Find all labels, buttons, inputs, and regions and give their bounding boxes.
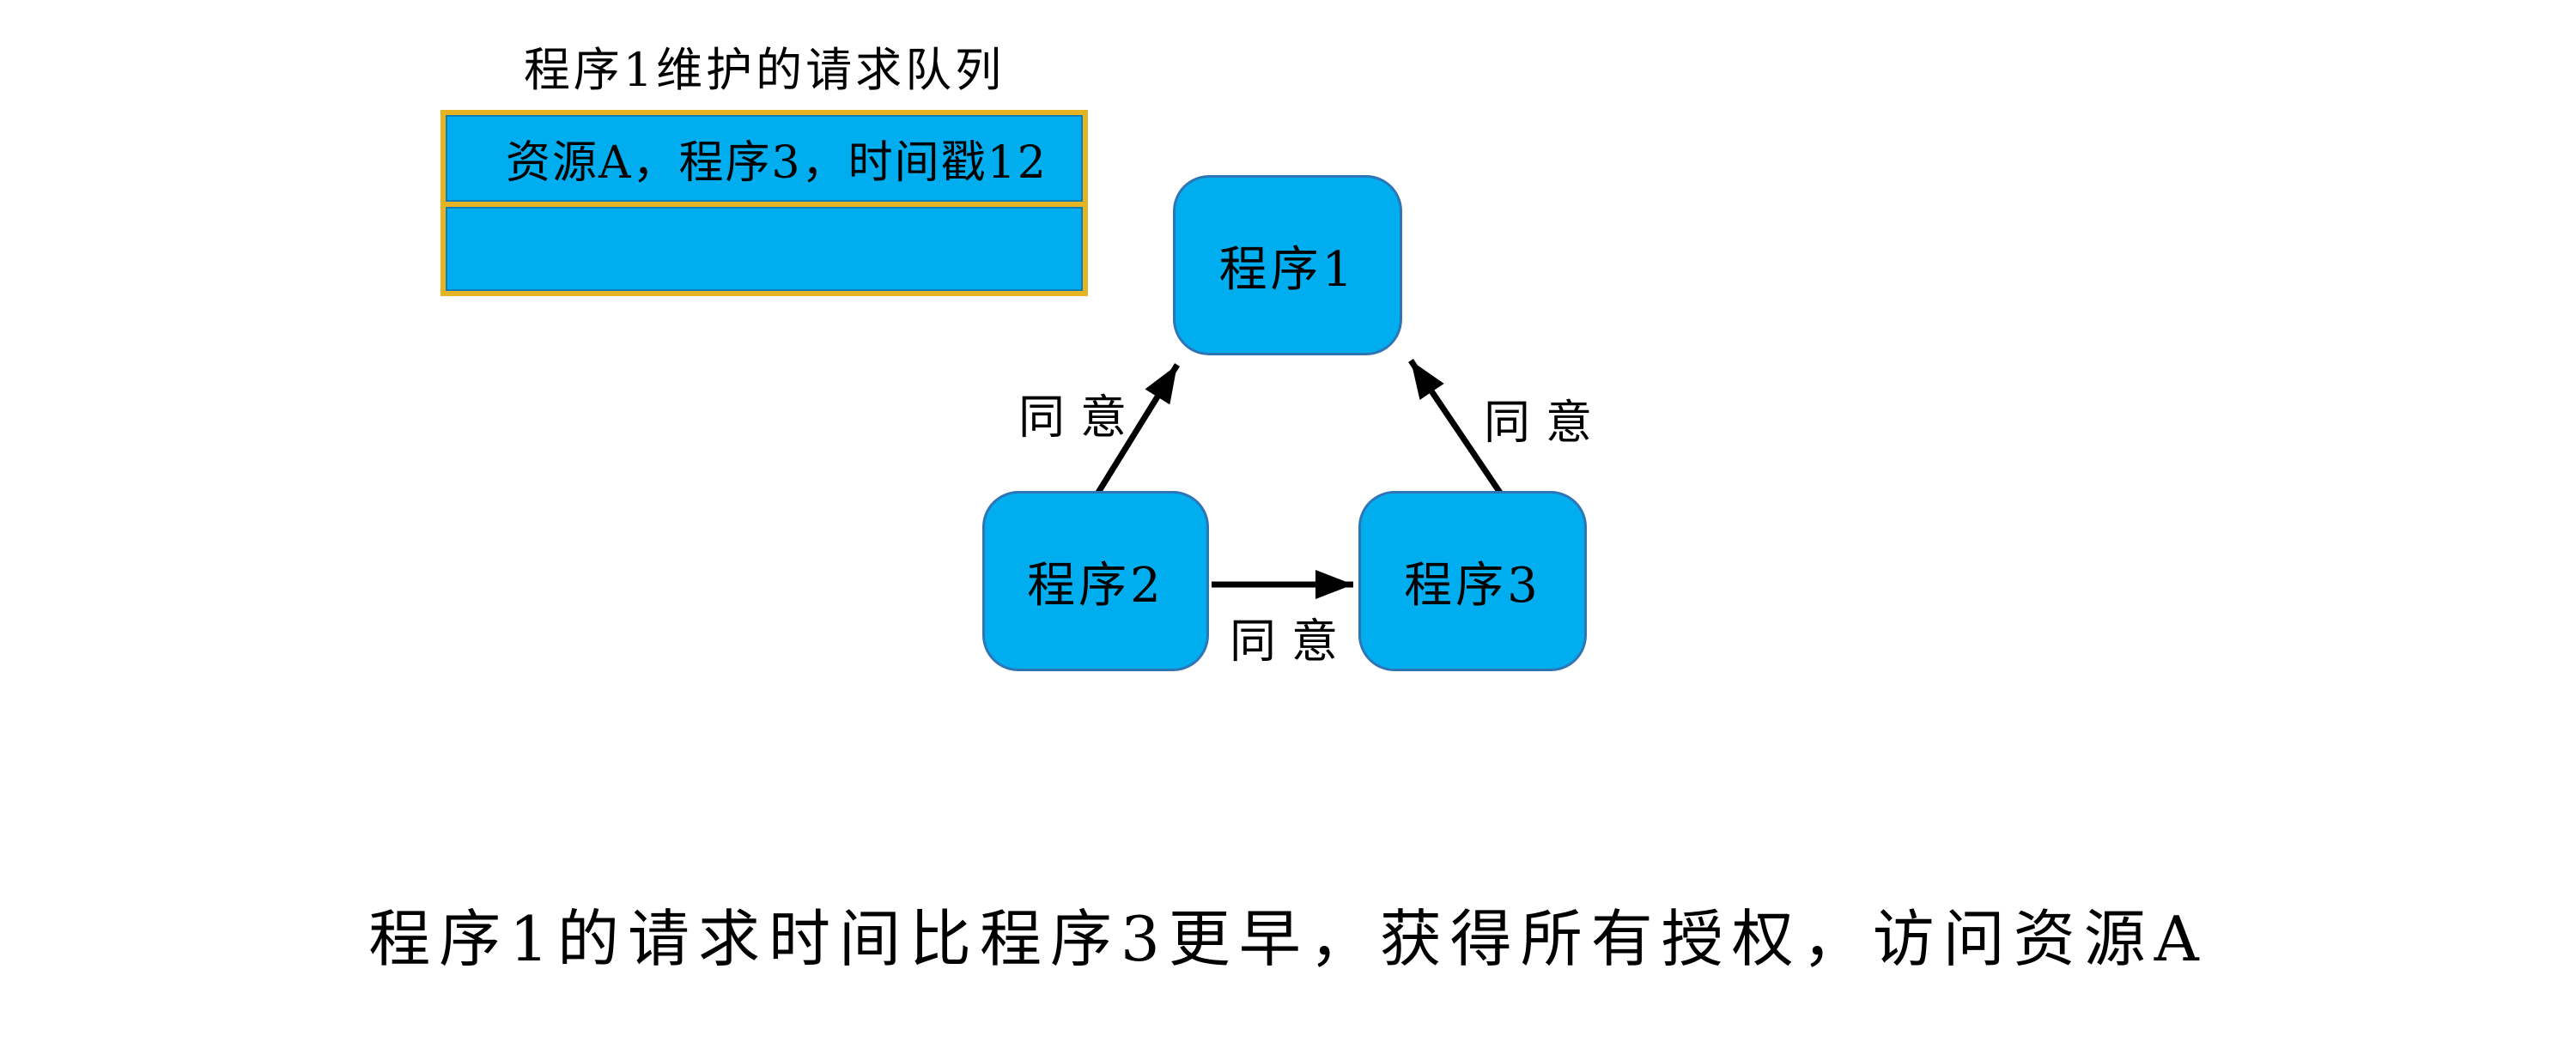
node-process-2: 程序2 bbox=[982, 491, 1209, 671]
node-label: 程序3 bbox=[1404, 557, 1541, 614]
edge-label-agree-right: 同意 bbox=[1484, 395, 1607, 450]
queue-row: 资源A，程序3，时间戳12 bbox=[446, 115, 1083, 202]
queue-row-divider bbox=[446, 202, 1083, 207]
node-label: 程序1 bbox=[1218, 241, 1357, 298]
queue-title: 程序1维护的请求队列 bbox=[523, 43, 1005, 97]
request-queue-table: 资源A，程序3，时间戳12 bbox=[440, 110, 1088, 296]
node-label: 程序2 bbox=[1027, 557, 1164, 614]
edge-label-agree-bottom: 同意 bbox=[1230, 614, 1353, 669]
edge-label-agree-left: 同意 bbox=[1018, 390, 1142, 445]
queue-row bbox=[446, 207, 1083, 291]
node-process-3: 程序3 bbox=[1358, 491, 1587, 671]
caption: 程序1的请求时间比程序3更早，获得所有授权，访问资源A bbox=[368, 903, 2208, 975]
node-process-1: 程序1 bbox=[1173, 175, 1402, 355]
queue-entry-text: 资源A，程序3，时间戳12 bbox=[506, 137, 1048, 189]
